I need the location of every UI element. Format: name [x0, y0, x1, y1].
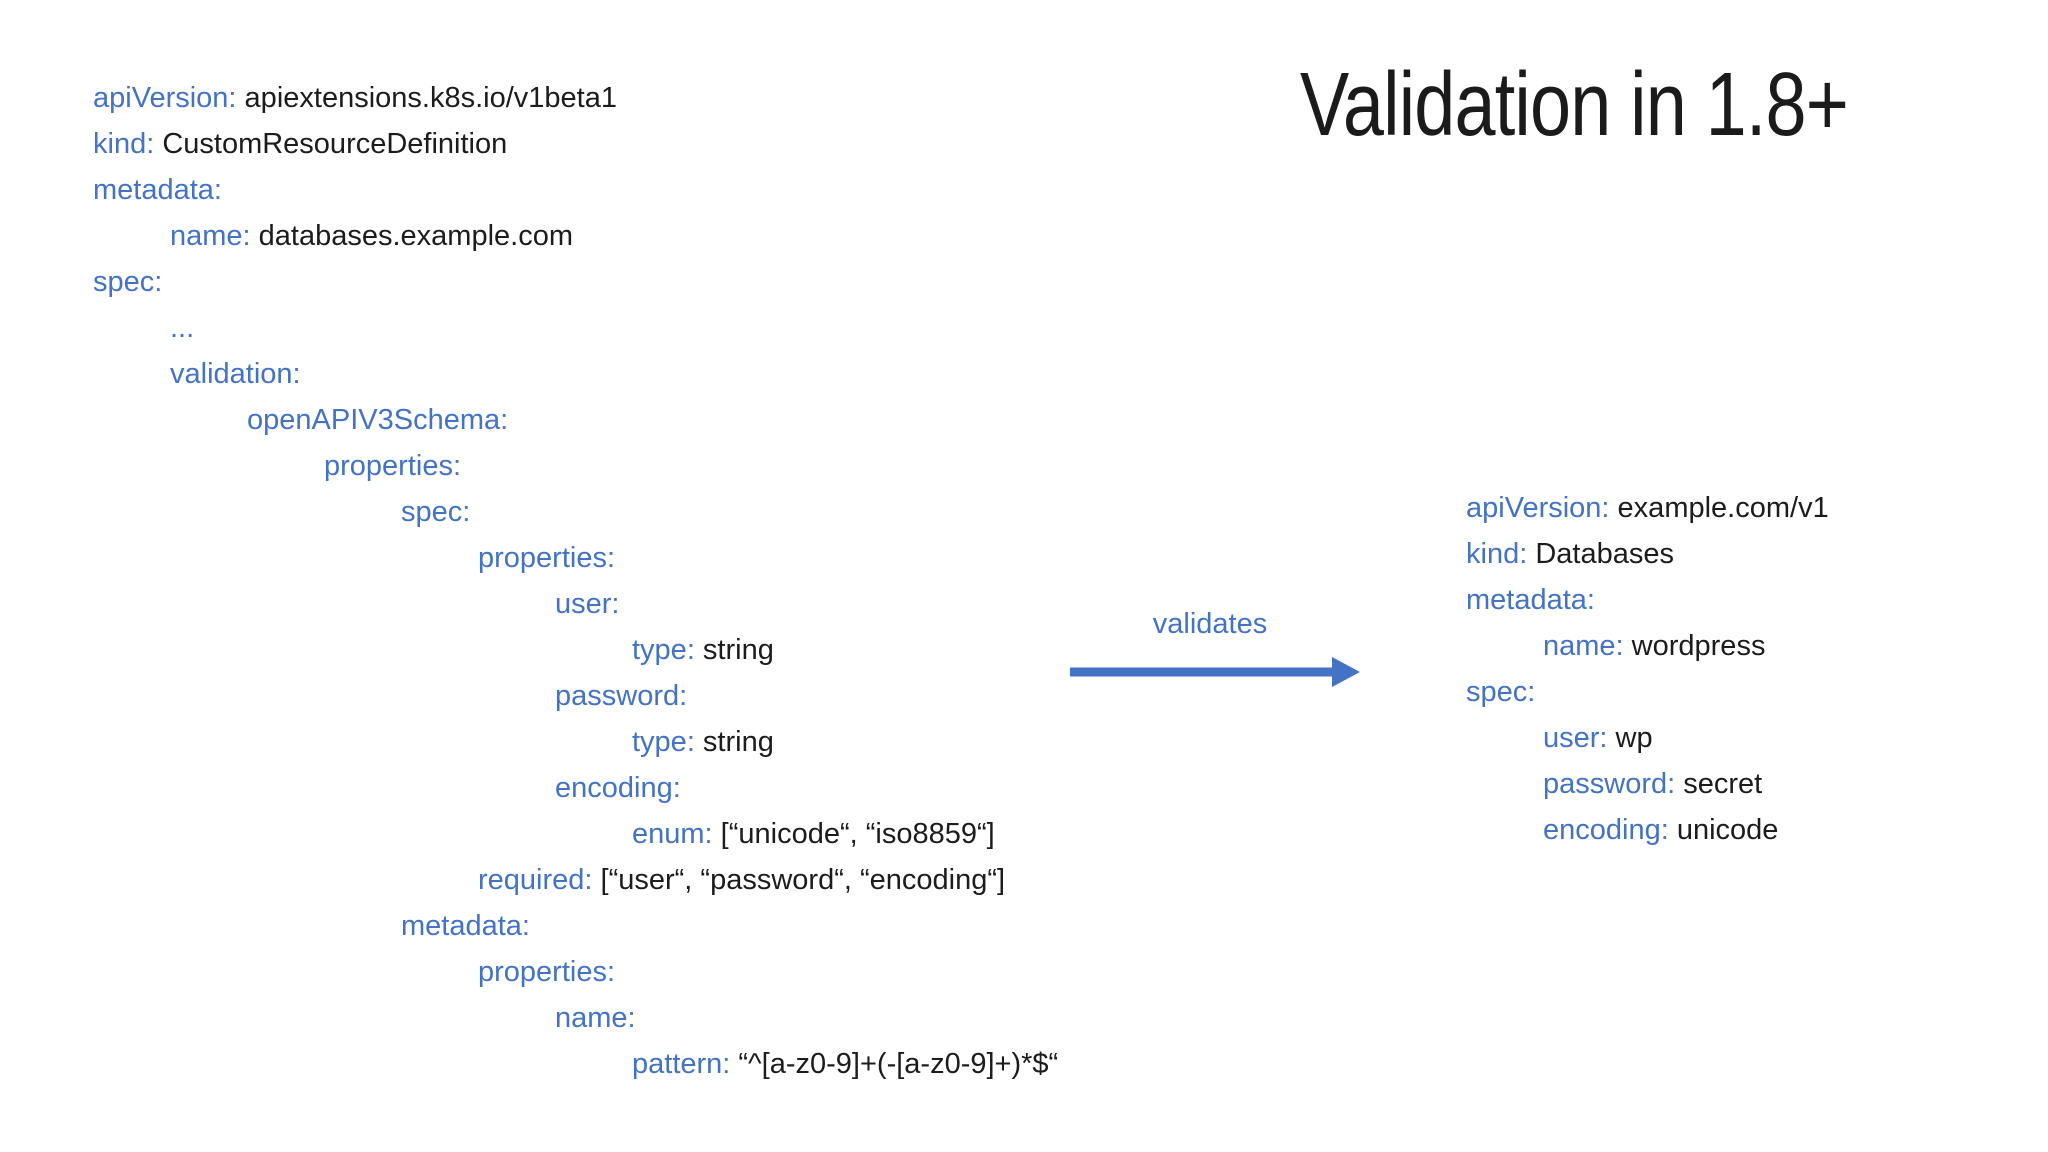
yaml-line: validation:	[93, 351, 1058, 397]
crd-yaml-block: apiVersion: apiextensions.k8s.io/v1beta1…	[93, 75, 1058, 1087]
yaml-key: encoding:	[555, 772, 681, 804]
yaml-value: wp	[1607, 722, 1653, 754]
yaml-key: metadata:	[93, 174, 222, 206]
yaml-key: name:	[1543, 630, 1624, 662]
yaml-line: apiVersion: apiextensions.k8s.io/v1beta1	[93, 75, 1058, 121]
yaml-line: type: string	[93, 627, 1058, 673]
yaml-key: metadata:	[1466, 584, 1595, 616]
validates-label: validates	[1152, 608, 1268, 640]
yaml-value: [“unicode“, “iso8859“]	[712, 818, 995, 850]
yaml-key: spec:	[1466, 676, 1536, 708]
yaml-key: apiVersion:	[93, 82, 237, 114]
yaml-value: secret	[1675, 768, 1763, 800]
yaml-key: pattern:	[632, 1048, 731, 1080]
yaml-key: properties:	[478, 956, 616, 988]
yaml-key: password:	[1543, 768, 1676, 800]
yaml-line: enum: [“unicode“, “iso8859“]	[93, 811, 1058, 857]
yaml-line: properties:	[93, 535, 1058, 581]
yaml-line: metadata:	[93, 903, 1058, 949]
yaml-key: name:	[170, 220, 251, 252]
yaml-key: required:	[478, 864, 593, 896]
yaml-value: apiextensions.k8s.io/v1beta1	[236, 82, 617, 114]
yaml-line: apiVersion: example.com/v1	[1466, 485, 1829, 531]
yaml-value: Databases	[1527, 538, 1674, 570]
yaml-value: CustomResourceDefinition	[154, 128, 508, 160]
yaml-line: name: databases.example.com	[93, 213, 1058, 259]
yaml-key: openAPIV3Schema:	[247, 404, 509, 436]
yaml-line: password: secret	[1466, 761, 1829, 807]
yaml-line: kind: Databases	[1466, 531, 1829, 577]
yaml-key: metadata:	[401, 910, 530, 942]
yaml-value: example.com/v1	[1609, 492, 1829, 524]
yaml-key: user:	[1543, 722, 1608, 754]
yaml-value: wordpress	[1623, 630, 1766, 662]
yaml-key: properties:	[478, 542, 616, 574]
yaml-key: ...	[170, 312, 195, 344]
yaml-value: databases.example.com	[250, 220, 574, 252]
right-arrow-icon	[1070, 657, 1360, 687]
yaml-line: metadata:	[93, 167, 1058, 213]
yaml-line: required: [“user“, “password“, “encoding…	[93, 857, 1058, 903]
yaml-line: user: wp	[1466, 715, 1829, 761]
yaml-key: apiVersion:	[1466, 492, 1610, 524]
yaml-line: spec:	[93, 259, 1058, 305]
validates-arrow-group: validates	[1070, 606, 1370, 690]
yaml-key: name:	[555, 1002, 636, 1034]
yaml-key: properties:	[324, 450, 462, 482]
yaml-value: “^[a-z0-9]+(-[a-z0-9]+)*$“	[730, 1048, 1059, 1080]
yaml-key: password:	[555, 680, 688, 712]
yaml-line: openAPIV3Schema:	[93, 397, 1058, 443]
yaml-value: string	[694, 634, 774, 666]
yaml-key: user:	[555, 588, 620, 620]
yaml-line: spec:	[1466, 669, 1829, 715]
slide-title: Validation in 1.8+	[1300, 55, 1849, 155]
yaml-line: user:	[93, 581, 1058, 627]
yaml-line: encoding: unicode	[1466, 807, 1829, 853]
yaml-key: kind:	[1466, 538, 1528, 570]
yaml-key: validation:	[170, 358, 301, 390]
yaml-line: type: string	[93, 719, 1058, 765]
yaml-line: properties:	[93, 949, 1058, 995]
yaml-key: spec:	[401, 496, 471, 528]
yaml-value: [“user“, “password“, “encoding“]	[592, 864, 1006, 896]
yaml-line: properties:	[93, 443, 1058, 489]
yaml-key: type:	[632, 726, 695, 758]
yaml-line: password:	[93, 673, 1058, 719]
yaml-key: kind:	[93, 128, 155, 160]
yaml-line: ...	[93, 305, 1058, 351]
yaml-line: kind: CustomResourceDefinition	[93, 121, 1058, 167]
yaml-line: encoding:	[93, 765, 1058, 811]
yaml-line: pattern: “^[a-z0-9]+(-[a-z0-9]+)*$“	[93, 1041, 1058, 1087]
yaml-line: metadata:	[1466, 577, 1829, 623]
yaml-line: spec:	[93, 489, 1058, 535]
yaml-line: name:	[93, 995, 1058, 1041]
yaml-key: encoding:	[1543, 814, 1669, 846]
yaml-key: spec:	[93, 266, 163, 298]
yaml-value: string	[694, 726, 774, 758]
yaml-line: name: wordpress	[1466, 623, 1829, 669]
yaml-key: type:	[632, 634, 695, 666]
yaml-key: enum:	[632, 818, 713, 850]
yaml-value: unicode	[1668, 814, 1779, 846]
